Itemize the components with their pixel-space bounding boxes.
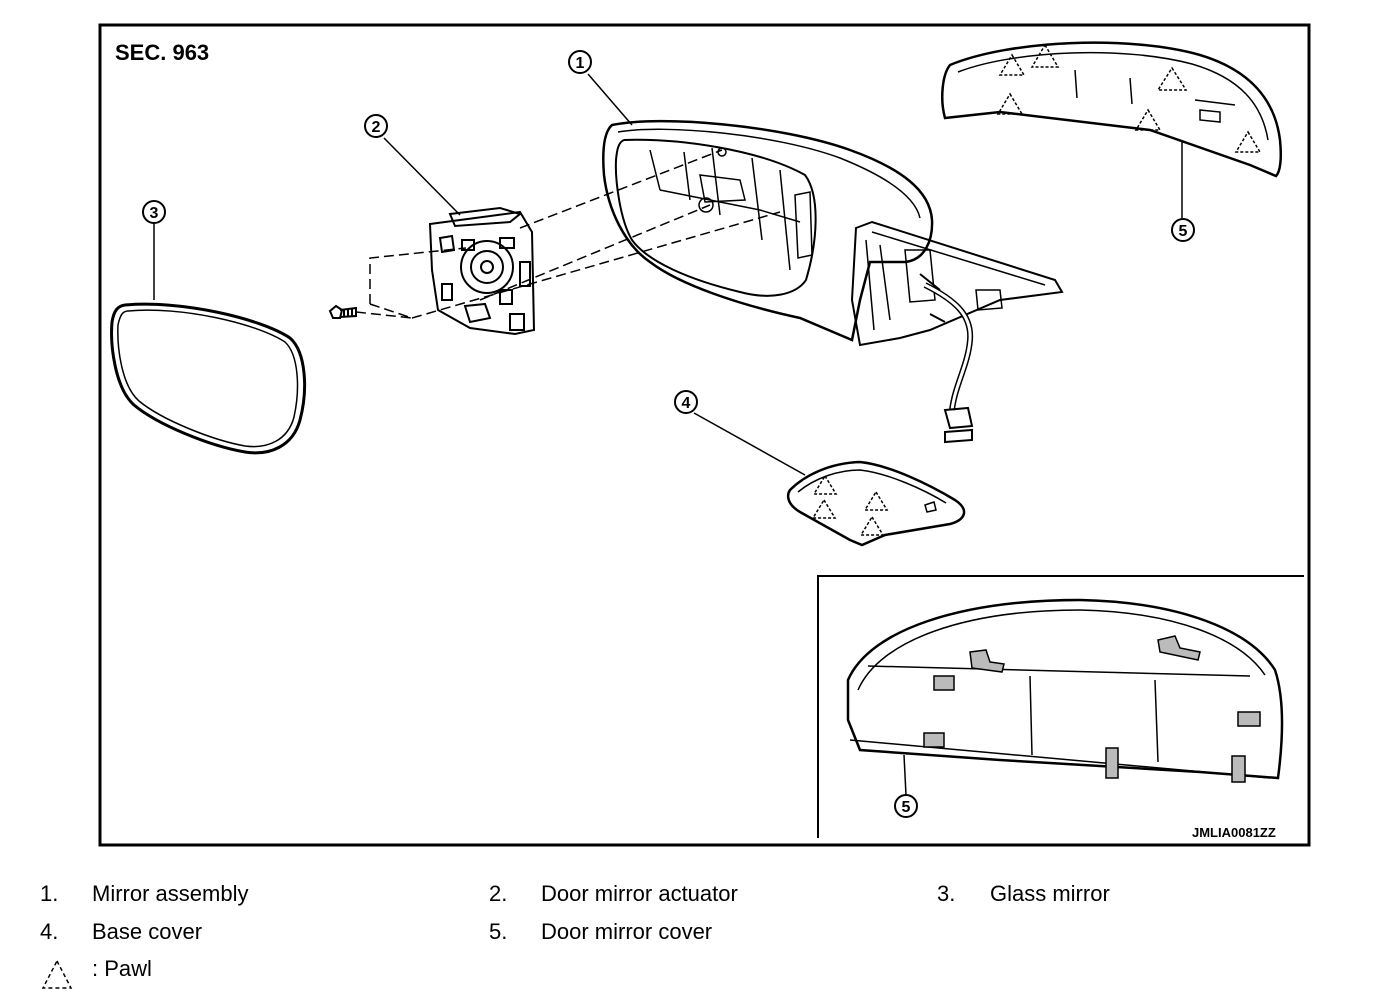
assembly-lines — [355, 149, 781, 319]
section-label: SEC. 963 — [115, 40, 209, 65]
callout-5-inset: 5 — [894, 794, 918, 818]
callout-4-label: 4 — [682, 395, 691, 412]
callout-5-top: 5 — [1171, 218, 1195, 242]
diagram-frame — [98, 23, 1311, 847]
callout-3-label: 3 — [150, 205, 159, 222]
pawl-label: : Pawl — [92, 956, 152, 981]
screw-part — [328, 304, 357, 319]
legend-item-label: Base cover — [92, 919, 203, 944]
callout-2-label: 2 — [372, 119, 381, 136]
legend-item-label: Door mirror actuator — [541, 881, 738, 906]
actuator-part — [428, 206, 536, 336]
mirror-assembly-part — [602, 119, 1064, 444]
legend-item-number: 4. — [40, 919, 59, 944]
figure-code: JMLIA0081ZZ — [1192, 825, 1276, 840]
callout-2: 2 — [364, 114, 388, 138]
callout-1: 1 — [568, 50, 592, 74]
inset-frame — [817, 575, 1304, 838]
callout-4: 4 — [674, 390, 698, 414]
pawl-marks — [811, 43, 1262, 536]
leader-lines — [153, 73, 1183, 796]
legend-item-label: Door mirror cover — [541, 919, 713, 944]
dashed-triangle-icon — [41, 959, 73, 989]
legend-item-number: 2. — [489, 881, 508, 906]
inset-cover-detail — [846, 598, 1284, 783]
legend-item-number: 5. — [489, 919, 508, 944]
callout-5-top-label: 5 — [1179, 223, 1188, 240]
legend-item-label: Mirror assembly — [92, 881, 249, 906]
callout-3: 3 — [142, 200, 166, 224]
glass-mirror-part — [110, 302, 307, 455]
legend-item-label: Glass mirror — [990, 881, 1110, 906]
door-mirror-cover-part — [941, 41, 1283, 178]
legend-item-number: 3. — [937, 881, 956, 906]
legend-item-number: 1. — [40, 881, 59, 906]
callout-5-inset-label: 5 — [902, 799, 911, 816]
base-cover-part — [786, 460, 966, 547]
callout-1-label: 1 — [576, 55, 585, 72]
